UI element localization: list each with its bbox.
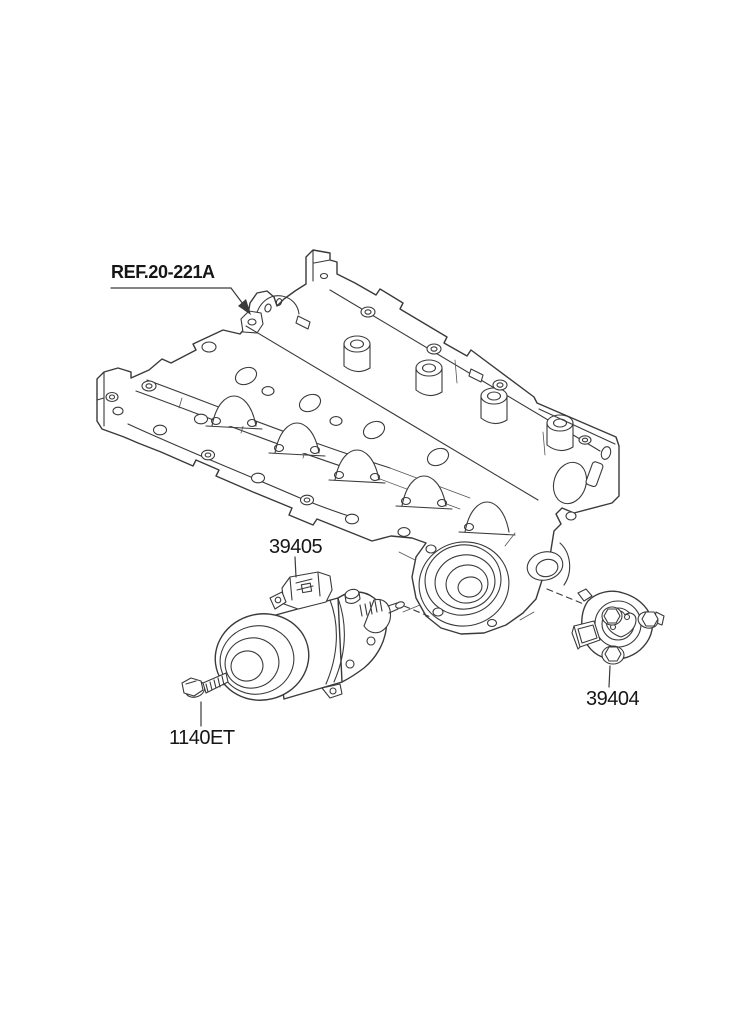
cam-bearing-arches <box>205 395 516 536</box>
assembly-axis-engine-to-sensor <box>546 588 592 608</box>
callout-1140et-label[interactable]: 1140ET <box>169 727 235 749</box>
ref-arrowhead <box>238 299 251 315</box>
assembly-axis-pump-to-boss <box>403 605 434 619</box>
leader-39405 <box>294 556 297 578</box>
callout-leaders <box>110 287 611 727</box>
bolt-holes <box>112 306 592 537</box>
callout-39405-label[interactable]: 39405 <box>269 536 323 558</box>
callout-39404-label[interactable]: 39404 <box>586 688 640 710</box>
cam-towers-upper <box>343 335 574 452</box>
leader-39404 <box>608 665 611 688</box>
pump-mounting-boss <box>398 532 535 628</box>
right-end-block <box>538 408 620 521</box>
cylinder-head-drawing <box>96 249 620 635</box>
ref-leader-line <box>230 287 244 305</box>
sensor-connector <box>571 620 601 650</box>
sensor-drawing <box>571 588 665 665</box>
mounting-bolt-drawing <box>181 672 229 698</box>
vacuum-pump-drawing <box>214 571 405 701</box>
callout-ref-label[interactable]: REF.20-221A <box>111 262 215 282</box>
pump-connector <box>281 571 333 610</box>
